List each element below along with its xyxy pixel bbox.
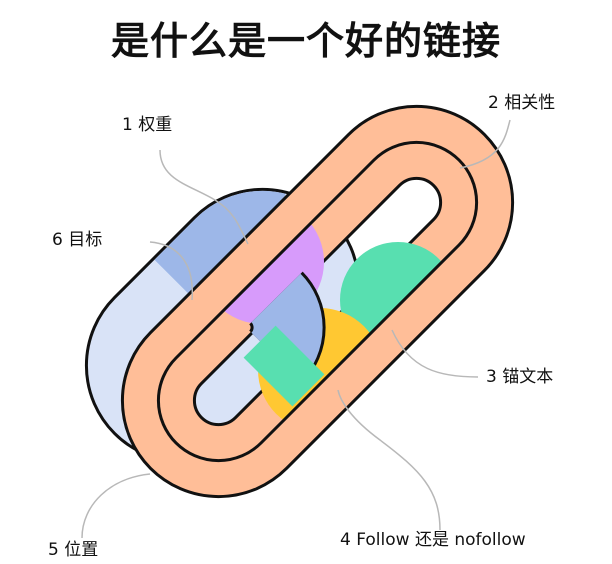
leader-anchor [391, 329, 479, 378]
page-title: 是什么是一个好的链接 [110, 19, 501, 63]
leader-position [81, 473, 151, 539]
label-position: 5 位置 [48, 540, 99, 560]
leader-weight [159, 149, 249, 245]
target-segment [115, 190, 358, 353]
label-anchor: 3 锚文本 [486, 367, 554, 387]
leader-lines [81, 119, 511, 539]
label-follow: 4 Follow 还是 nofollow [340, 530, 526, 550]
link-overlap [243, 271, 326, 407]
leader-follow [337, 389, 441, 531]
leader-relevance [459, 119, 511, 169]
label-relevance: 2 相关性 [488, 93, 556, 113]
label-target: 6 目标 [52, 230, 103, 250]
label-weight: 1 权重 [122, 115, 173, 135]
leader-target [149, 241, 193, 301]
